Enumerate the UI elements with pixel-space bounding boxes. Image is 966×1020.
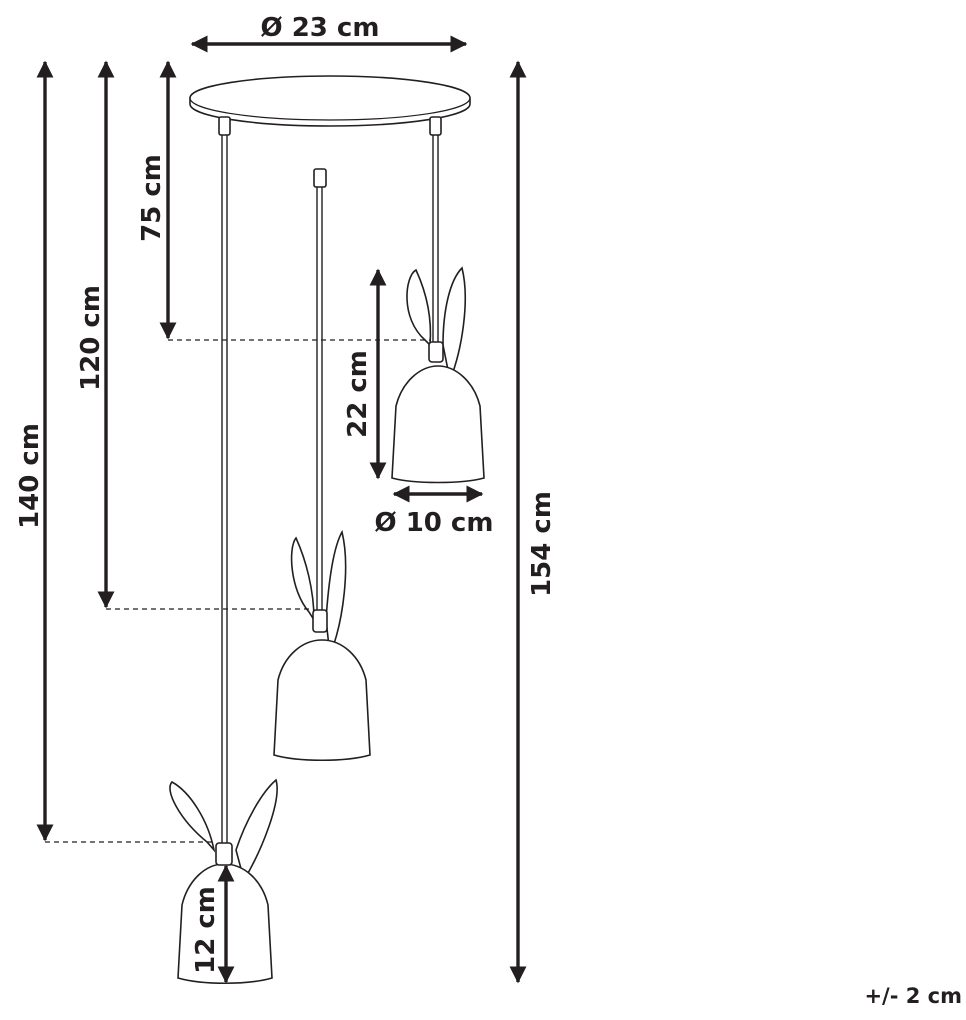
bunny-lamp-medium — [273, 529, 371, 762]
tolerance-note: +/- 2 cm — [864, 984, 962, 1008]
bunny-lamp-short — [391, 266, 485, 484]
label-shade-height-bottom: 12 cm — [191, 886, 221, 974]
label-drop-long: 140 cm — [15, 423, 45, 529]
suspension-cords — [221, 135, 439, 843]
label-drop-medium: 120 cm — [76, 285, 106, 391]
label-shade-diameter: Ø 10 cm — [375, 508, 494, 538]
bunny-lamp-long — [169, 778, 278, 985]
dimension-lines — [36, 35, 527, 984]
label-shade-height-top: 22 cm — [343, 350, 373, 438]
label-canopy-diameter: Ø 23 cm — [261, 13, 380, 43]
label-total-height: 154 cm — [527, 491, 557, 597]
dimension-labels: Ø 23 cm 75 cm 120 cm 140 cm 154 cm 22 cm… — [15, 13, 962, 1008]
ceiling-canopy — [189, 75, 471, 188]
label-drop-short: 75 cm — [137, 154, 167, 242]
